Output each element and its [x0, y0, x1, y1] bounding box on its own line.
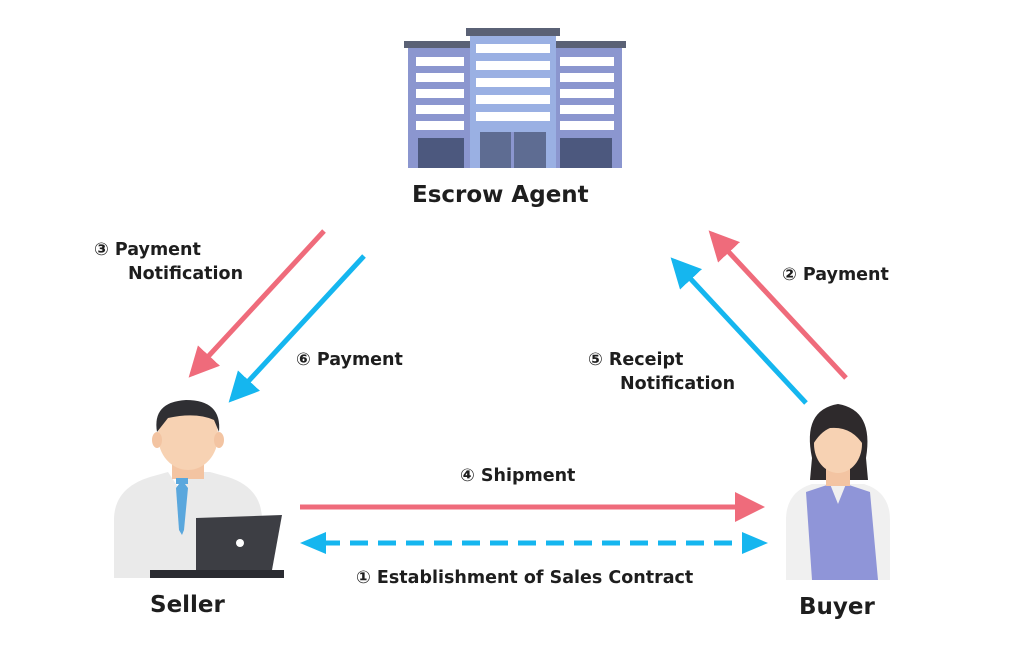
step5-line1: ⑤ Receipt [588, 350, 684, 370]
step1-label: ① Establishment of Sales Contract [356, 568, 694, 588]
escrow-agent-label: Escrow Agent [412, 182, 589, 208]
step3-line2: Notification [128, 264, 244, 284]
arrow-payment-to-seller [228, 254, 366, 403]
step5-line2: Notification [620, 374, 736, 394]
step6-label: ⑥ Payment [296, 350, 403, 370]
seller-label: Seller [150, 592, 225, 618]
arrow-receipt-notification [670, 257, 808, 405]
seller-icon [114, 400, 284, 578]
building-icon [404, 28, 626, 168]
buyer-label: Buyer [799, 594, 875, 620]
step3-line1: ③ Payment [94, 240, 201, 260]
step3-label: ③ Payment Notification [94, 238, 243, 286]
buyer-icon [786, 404, 890, 580]
step2-label: ② Payment [782, 265, 889, 285]
arrow-payment-to-escrow [708, 230, 848, 380]
step5-label: ⑤ Receipt Notification [588, 348, 735, 396]
arrow-payment-notification [188, 229, 326, 378]
arrowhead-contract-left [300, 532, 326, 554]
step4-label: ④ Shipment [460, 466, 576, 486]
arrowhead-contract-right [742, 532, 768, 554]
